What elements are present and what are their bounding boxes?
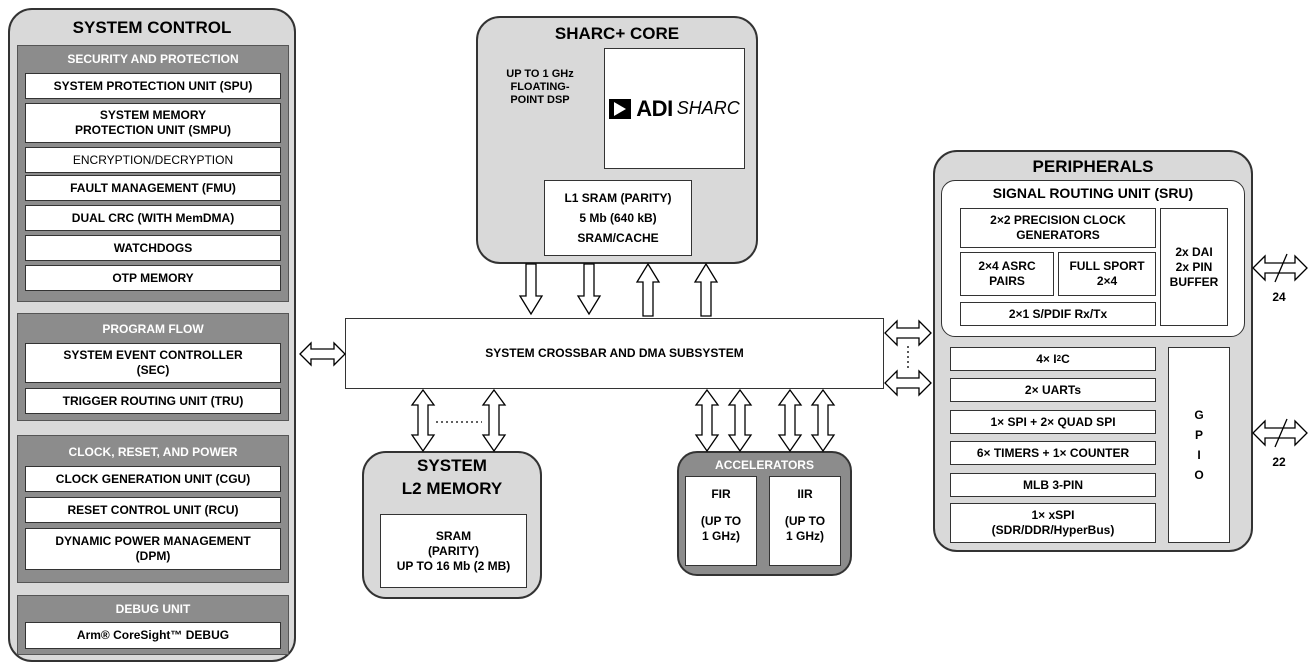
fir-name: FIR (711, 487, 731, 501)
precision-clock-block: 2×2 PRECISION CLOCK GENERATORS (960, 208, 1156, 248)
l1-sram-line2: 5 Mb (640 kB) (579, 211, 657, 225)
crossbar-peripherals-arrow-2 (884, 369, 932, 397)
l2-sram-line2: (PARITY) (427, 543, 480, 558)
gpio-letter-o: O (1194, 468, 1204, 482)
fir-spec: (UP TO 1 GHz) (700, 514, 742, 543)
crossbar-to-core-arrow-1 (635, 262, 661, 317)
l2-crossbar-arrow-1 (410, 388, 436, 453)
sec-block: SYSTEM EVENT CONTROLLER (SEC) (25, 343, 281, 383)
debug-group-title: DEBUG UNIT (115, 602, 191, 616)
dai-pins-arrow (1252, 254, 1308, 282)
spu-block: SYSTEM PROTECTION UNIT (SPU) (25, 73, 281, 99)
gpio-block: G P I O (1168, 347, 1230, 543)
accel-crossbar-arrow-3 (777, 388, 803, 453)
spdif-block: 2×1 S/PDIF Rx/Tx (960, 302, 1156, 326)
xspi-block: 1× xSPI (SDR/DDR/HyperBus) (950, 503, 1156, 543)
system-crossbar-block: SYSTEM CROSSBAR AND DMA SUBSYSTEM (345, 318, 884, 389)
accelerators-title: ACCELERATORS (715, 458, 814, 472)
core-spec-text: UP TO 1 GHz FLOATING-POINT DSP (506, 68, 574, 106)
l2-crossbar-arrow-2 (481, 388, 507, 453)
gpio-letter-g: G (1194, 408, 1204, 422)
crossbar-to-core-arrow-2 (693, 262, 719, 317)
gpio-pins-arrow (1252, 419, 1308, 447)
clock-reset-power-title: CLOCK, RESET, AND POWER (68, 445, 238, 459)
iir-spec: (UP TO 1 GHz) (784, 514, 826, 543)
fir-block: FIR (UP TO 1 GHz) (685, 476, 757, 566)
dai-line2: 2x PIN (1175, 259, 1213, 274)
uarts-block: 2× UARTs (950, 378, 1156, 402)
smpu-block: SYSTEM MEMORY PROTECTION UNIT (SMPU) (25, 103, 281, 143)
accel-crossbar-arrow-4 (810, 388, 836, 453)
dai-line3: BUFFER (1169, 274, 1219, 289)
sharc-core-title: SHARC+ CORE (554, 24, 680, 43)
dai-bus-slash (1274, 253, 1288, 283)
sru-title: SIGNAL ROUTING UNIT (SRU) (992, 185, 1194, 201)
l2-title-line2: L2 MEMORY (401, 479, 503, 498)
iir-block: IIR (UP TO 1 GHz) (769, 476, 841, 566)
l2-sram-line3: UP TO 16 Mb (2 MB) (396, 558, 511, 573)
cgu-block: CLOCK GENERATION UNIT (CGU) (25, 466, 281, 492)
core-to-crossbar-arrow-1 (518, 263, 544, 316)
i2c-label-pre: 4× I (1036, 351, 1057, 366)
l1-sram-line3: SRAM/CACHE (577, 231, 659, 245)
full-sport-block: FULL SPORT 2×4 (1058, 252, 1156, 296)
adi-logo-icon: ADI SHARC (609, 95, 740, 122)
dai-line1: 2x DAI (1175, 244, 1213, 259)
coresight-debug-block: Arm® CoreSight™ DEBUG (25, 622, 281, 649)
gpio-letter-i: I (1197, 448, 1201, 462)
l1-sram-line1: L1 SRAM (PARITY) (564, 191, 672, 205)
l2-sram-line1: SRAM (435, 528, 472, 543)
gpio-bus-slash (1274, 418, 1288, 448)
sharc-logo-box: ADI SHARC (604, 48, 745, 169)
system-control-title: SYSTEM CONTROL (72, 18, 232, 37)
peripherals-title: PERIPHERALS (1032, 157, 1154, 176)
core-to-crossbar-arrow-2 (576, 263, 602, 316)
spi-block: 1× SPI + 2× QUAD SPI (950, 410, 1156, 434)
gpio-pin-count: 22 (1272, 455, 1286, 469)
l2-title-line1: SYSTEM (417, 456, 487, 475)
dai-pin-count: 24 (1272, 290, 1286, 304)
accel-crossbar-arrow-1 (694, 388, 720, 453)
l1-sram-block: L1 SRAM (PARITY) 5 Mb (640 kB) SRAM/CACH… (544, 180, 692, 256)
gpio-letter-p: P (1194, 428, 1203, 442)
iir-name: IIR (797, 487, 813, 501)
sysctrl-crossbar-arrow (299, 341, 346, 367)
dpm-block: DYNAMIC POWER MANAGEMENT (DPM) (25, 528, 281, 570)
i2c-label-post: C (1061, 351, 1070, 366)
sharc-logo-text: SHARC (676, 98, 740, 118)
mlb-block: MLB 3-PIN (950, 473, 1156, 497)
dual-crc-block: DUAL CRC (WITH MemDMA) (25, 205, 281, 231)
asrc-block: 2×4 ASRC PAIRS (960, 252, 1054, 296)
tru-block: TRIGGER ROUTING UNIT (TRU) (25, 388, 281, 414)
otp-memory-block: OTP MEMORY (25, 265, 281, 291)
accel-crossbar-arrow-2 (727, 388, 753, 453)
l2-sram-block: SRAM (PARITY) UP TO 16 Mb (2 MB) (380, 514, 527, 588)
rcu-block: RESET CONTROL UNIT (RCU) (25, 497, 281, 523)
crossbar-peripherals-arrow-1 (884, 319, 932, 347)
fmu-block: FAULT MANAGEMENT (FMU) (25, 175, 281, 201)
encryption-block: ENCRYPTION/DECRYPTION (25, 147, 281, 173)
timers-block: 6× TIMERS + 1× COUNTER (950, 441, 1156, 465)
dai-pin-buffer-block: 2x DAI 2x PIN BUFFER (1160, 208, 1228, 326)
watchdogs-block: WATCHDOGS (25, 235, 281, 261)
program-flow-title: PROGRAM FLOW (102, 322, 204, 336)
adi-logo-text: ADI (636, 95, 673, 121)
security-group-title: SECURITY AND PROTECTION (67, 52, 239, 66)
